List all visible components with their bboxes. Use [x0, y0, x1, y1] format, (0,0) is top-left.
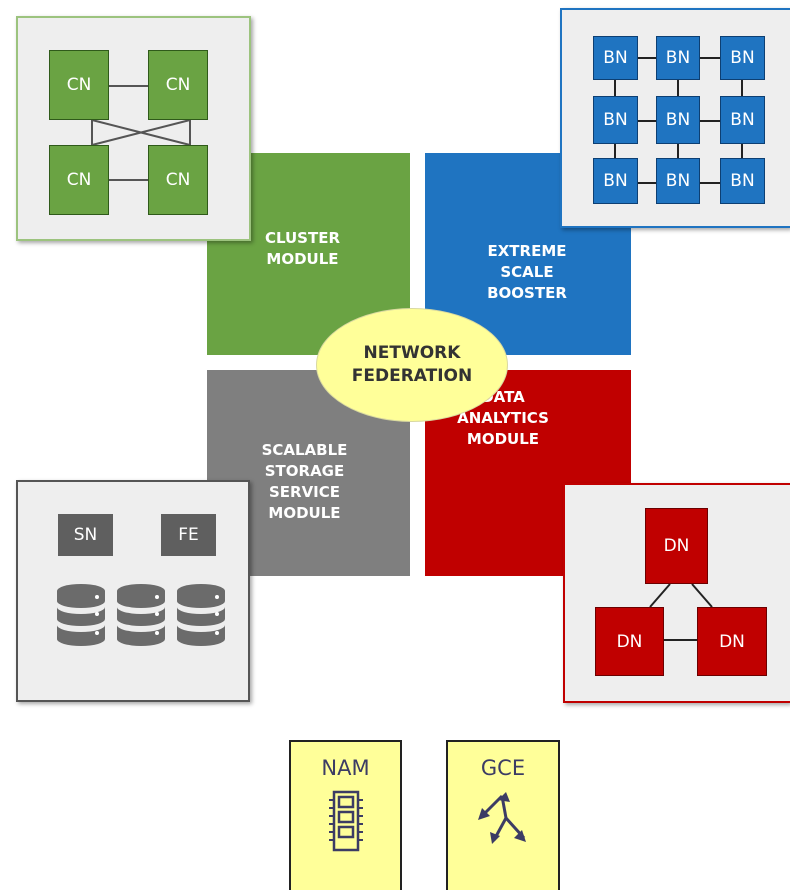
booster-node: BN: [656, 96, 700, 144]
cluster-node: CN: [148, 145, 208, 215]
database-icon: [177, 584, 225, 646]
booster-node: BN: [656, 158, 700, 204]
network-federation: NETWORK FEDERATION: [316, 308, 508, 422]
cluster-node: CN: [49, 145, 109, 215]
analytics-module-label: DATA ANALYTICS MODULE: [457, 387, 549, 448]
booster-node: BN: [720, 158, 765, 204]
analytics-node: DN: [595, 607, 664, 676]
storage-module-label: SCALABLE STORAGE SERVICE MODULE: [261, 441, 348, 522]
nam-badge: NAM: [289, 740, 402, 890]
booster-node: BN: [720, 36, 765, 80]
storage-node: SN: [58, 514, 113, 556]
gce-badge: GCE: [446, 740, 560, 890]
network-arrows-icon: [478, 792, 526, 844]
gce-label: GCE: [480, 756, 526, 780]
booster-node: BN: [593, 96, 638, 144]
database-icon: [117, 584, 165, 646]
database-icon: [57, 584, 105, 646]
analytics-node: DN: [645, 508, 708, 584]
frontend-node: FE: [161, 514, 216, 556]
booster-node: BN: [720, 96, 765, 144]
booster-node: BN: [593, 158, 638, 204]
booster-node: BN: [593, 36, 638, 80]
booster-module-label: EXTREME SCALE BOOSTER: [487, 241, 567, 302]
nam-label: NAM: [321, 756, 370, 780]
cluster-module-label: CLUSTER MODULE: [264, 229, 341, 268]
memory-module-icon: [328, 790, 363, 852]
booster-node: BN: [656, 36, 700, 80]
analytics-node: DN: [697, 607, 767, 676]
cluster-node: CN: [148, 50, 208, 120]
network-federation-label: NETWORK FEDERATION: [351, 343, 473, 386]
cluster-node: CN: [49, 50, 109, 120]
